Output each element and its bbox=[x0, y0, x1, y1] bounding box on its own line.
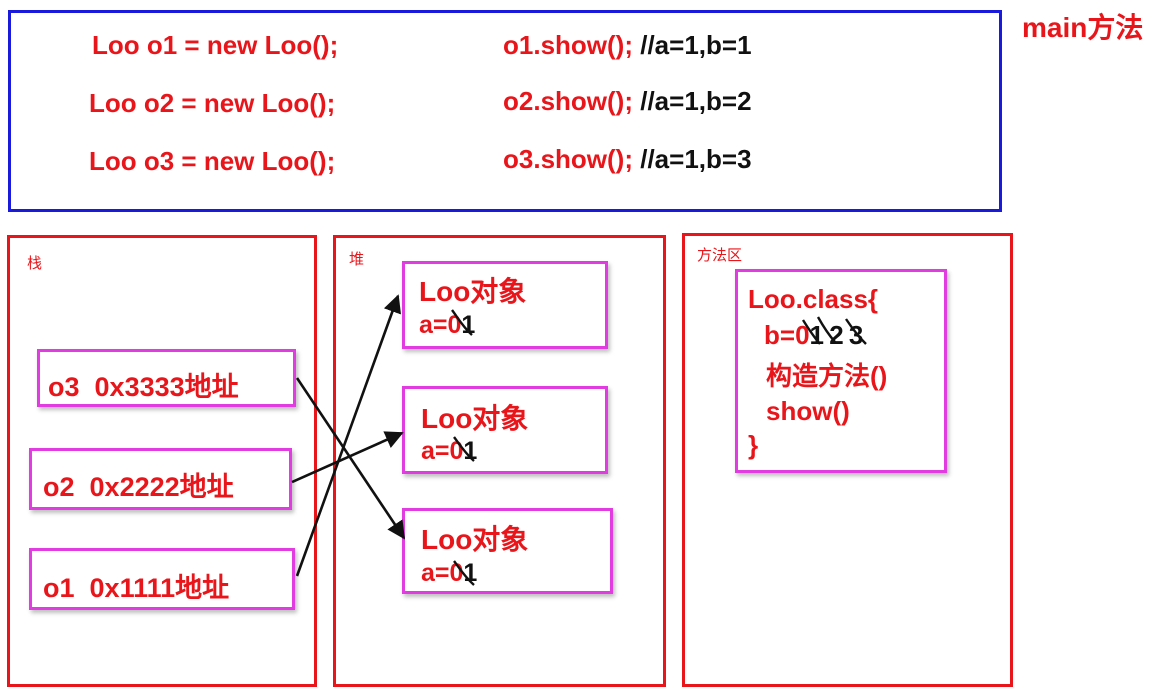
strike-mark-object-3 bbox=[453, 560, 475, 586]
main-method-box bbox=[8, 10, 1002, 212]
strike-mark-object-1 bbox=[451, 309, 473, 336]
heap-object-field: a= bbox=[421, 559, 450, 587]
strike-mark-class-2 bbox=[845, 318, 867, 345]
field-old-value: 0 bbox=[449, 559, 464, 587]
main-method-label: main方法 bbox=[1022, 12, 1144, 43]
heap-object-field: a= bbox=[421, 437, 450, 465]
decl-o2: Loo o2 = new Loo(); bbox=[89, 88, 336, 118]
class-field-label: b= bbox=[764, 320, 796, 350]
comment-o3: //a=1,b=3 bbox=[640, 144, 752, 174]
stack-addr: 0x1111地址 bbox=[89, 573, 230, 603]
arrow-o3-to-object-3 bbox=[295, 377, 406, 540]
call-o2: o2.show(); bbox=[503, 86, 633, 116]
heap-object-field: a= bbox=[419, 311, 448, 339]
stack-addr: 0x2222地址 bbox=[89, 472, 234, 502]
stack-var: o3 bbox=[48, 372, 80, 402]
stack-item-o1: o1 0x1111地址 bbox=[29, 548, 295, 610]
strike-mark-class-1 bbox=[816, 316, 836, 343]
decl-o3: Loo o3 = new Loo(); bbox=[89, 146, 336, 176]
class-close: } bbox=[748, 430, 759, 460]
class-field-line: b=01 2 3 bbox=[764, 320, 863, 351]
strike-mark-object-2 bbox=[453, 436, 475, 462]
method-area-region bbox=[682, 233, 1013, 687]
stack-item-o3: o3 0x3333地址 bbox=[37, 349, 296, 407]
call-line-1: o1.show(); //a=1,b=1 bbox=[503, 30, 752, 61]
field-new-value: 1 bbox=[463, 437, 478, 465]
stack-addr: 0x3333地址 bbox=[94, 372, 239, 402]
call-line-2: o2.show(); //a=1,b=2 bbox=[503, 86, 752, 117]
heap-object-2: Loo对象 a=01 bbox=[402, 386, 608, 474]
arrow-o1-to-object-1 bbox=[295, 294, 402, 577]
heap-object-title: Loo对象 bbox=[419, 276, 527, 307]
call-o1: o1.show(); bbox=[503, 30, 633, 60]
heap-object-title: Loo对象 bbox=[421, 403, 529, 434]
comment-o2: //a=1,b=2 bbox=[640, 86, 752, 116]
class-box: Loo.class{ b=01 2 3 构造方法() show() } bbox=[735, 269, 947, 473]
heap-object-3: Loo对象 a=01 bbox=[402, 508, 613, 594]
comment-o1: //a=1,b=1 bbox=[640, 30, 752, 60]
class-field-v1: 1 bbox=[809, 320, 825, 350]
class-method: show() bbox=[766, 396, 850, 426]
class-constructor: 构造方法() bbox=[766, 361, 888, 391]
field-new-value: 1 bbox=[463, 559, 478, 587]
field-new-value: 1 bbox=[461, 311, 476, 339]
heap-region bbox=[333, 235, 666, 687]
call-o3: o3.show(); bbox=[503, 144, 633, 174]
class-field-v2: 2 bbox=[829, 320, 844, 350]
heap-label: 堆 bbox=[349, 250, 365, 268]
stack-label: 栈 bbox=[27, 254, 43, 272]
heap-object-title: Loo对象 bbox=[421, 524, 529, 555]
arrow-o2-to-object-2 bbox=[291, 431, 404, 484]
stack-var: o2 bbox=[43, 472, 75, 502]
class-header: Loo.class{ bbox=[748, 284, 879, 314]
stack-region bbox=[7, 235, 317, 687]
stack-item-o2: o2 0x2222地址 bbox=[29, 448, 292, 510]
decl-o1: Loo o1 = new Loo(); bbox=[92, 30, 339, 60]
strike-mark-class-0 bbox=[801, 319, 821, 345]
method-area-label: 方法区 bbox=[697, 246, 743, 264]
stack-var: o1 bbox=[43, 573, 75, 603]
class-field-old: 0 bbox=[795, 320, 810, 350]
heap-object-1: Loo对象 a=01 bbox=[402, 261, 608, 349]
call-line-3: o3.show(); //a=1,b=3 bbox=[503, 144, 752, 175]
